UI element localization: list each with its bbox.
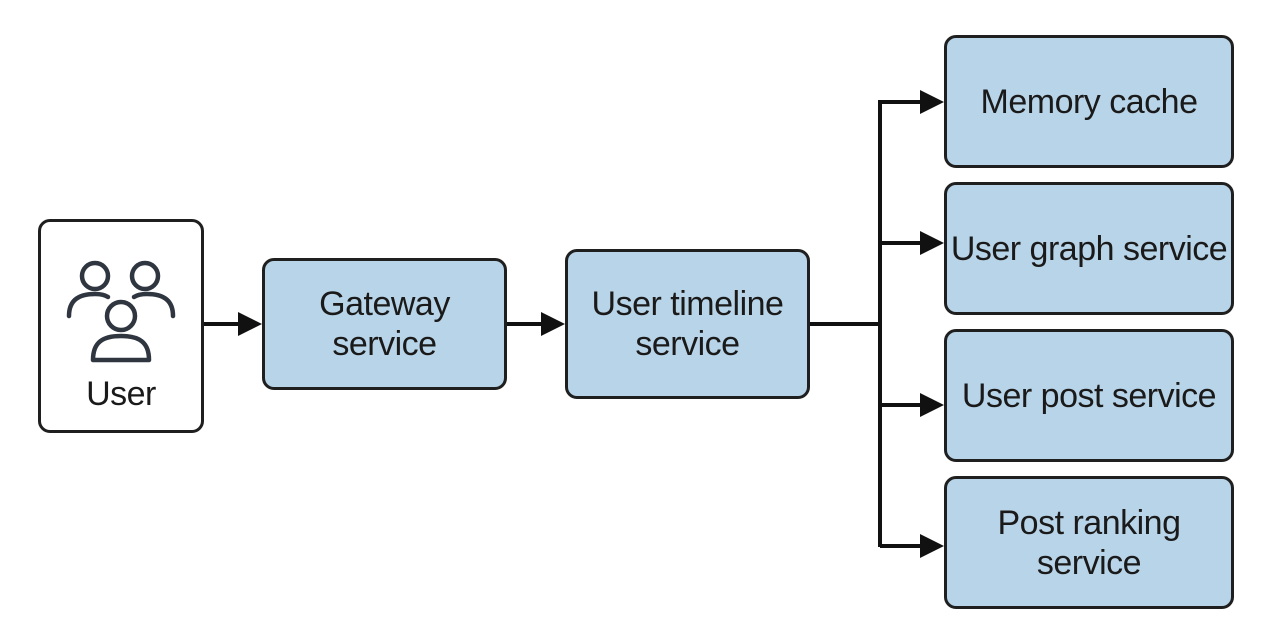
arrowhead-gateway [238,312,262,336]
user-label: User [86,375,156,413]
arrowhead-user-post [920,393,944,417]
gateway-service-node: Gateway service [262,258,507,390]
arrowhead-memory-cache [920,90,944,114]
arrowhead-user-graph [920,231,944,255]
arrowhead-post-ranking [920,534,944,558]
user-node: User [38,219,204,433]
memory-cache-label: Memory cache [980,82,1198,121]
user-graph-service-label: User graph service [950,229,1228,268]
user-timeline-service-label: User timeline service [591,285,784,363]
user-graph-service-node: User graph service [944,182,1234,315]
user-post-service-label: User post service [961,376,1217,415]
users-group-icon [66,260,176,363]
post-ranking-service-label: Post ranking service [997,503,1182,582]
arrowhead-timeline [541,312,565,336]
user-timeline-service-node: User timeline service [565,249,810,399]
user-post-service-node: User post service [944,329,1234,462]
gateway-service-label: Gateway service [319,285,450,363]
memory-cache-node: Memory cache [944,35,1234,168]
post-ranking-service-node: Post ranking service [944,476,1234,609]
